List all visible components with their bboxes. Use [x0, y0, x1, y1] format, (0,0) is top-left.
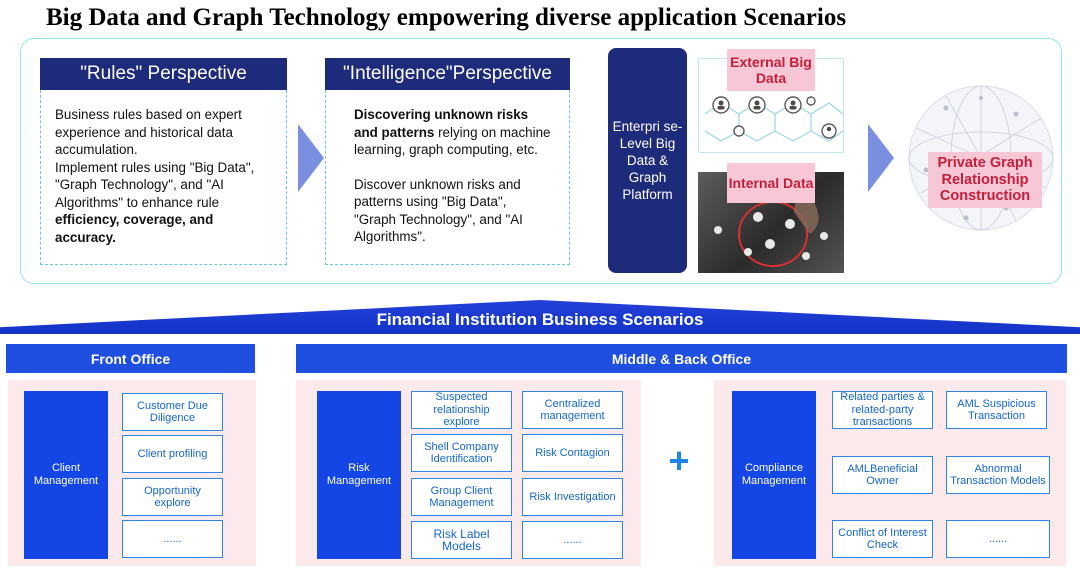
- intelligence-perspective-card: "Intelligence"Perspective Discovering un…: [325, 58, 570, 265]
- item-abnormal-transaction: Abnormal Transaction Models: [946, 456, 1050, 494]
- private-graph-tag: Private Graph Relationship Construction: [928, 152, 1042, 208]
- middle-back-office-header: Middle & Back Office: [296, 344, 1067, 373]
- item-customer-due-diligence: Customer Due Diligence: [122, 393, 223, 431]
- external-data-tag: External Big Data: [727, 49, 815, 91]
- network-graph-icon: [704, 96, 844, 142]
- item-opportunity-explore: Opportunity explore: [122, 478, 223, 516]
- item-shell-company: Shell Company Identification: [411, 434, 512, 472]
- platform-box: Enterpri se-Level Big Data & Graph Platf…: [608, 48, 687, 273]
- item-risk-investigation: Risk Investigation: [522, 478, 623, 516]
- intelligence-bold-text: Discovering unknown risks and patterns: [354, 107, 529, 140]
- item-conflict-of-interest: Conflict of Interest Check: [832, 520, 933, 558]
- item-compliance-more: ......: [946, 520, 1050, 558]
- page-title: Big Data and Graph Technology empowering…: [46, 4, 847, 31]
- rules-line-2: Implement rules using "Big Data", "Graph…: [55, 159, 255, 210]
- item-front-more: ......: [122, 520, 223, 558]
- item-group-client: Group Client Management: [411, 478, 512, 516]
- item-client-profiling: Client profiling: [122, 435, 223, 473]
- compliance-management-label: Compliance Management: [741, 462, 807, 487]
- intelligence-para-2: Discover unknown risks and patterns usin…: [354, 176, 523, 245]
- rules-perspective-title: "Rules" Perspective: [40, 58, 287, 90]
- item-aml-suspicious: AML Suspicious Transaction: [946, 391, 1047, 429]
- risk-management-label: Risk Management: [326, 462, 392, 487]
- item-centralized-management: Centralized management: [522, 391, 623, 429]
- client-management-block: Client Management: [24, 391, 108, 559]
- item-aml-beneficial-owner: AMLBeneficial Owner: [832, 456, 933, 494]
- rules-line-1: Business rules based on expert experienc…: [55, 107, 242, 157]
- rules-perspective-body: Business rules based on expert experienc…: [40, 90, 287, 265]
- intelligence-perspective-body: Discovering unknown risks and patterns r…: [325, 90, 570, 265]
- item-suspected-relationship: Suspected relationship explore: [411, 391, 512, 429]
- arrow-right-icon-2: [868, 124, 894, 192]
- intelligence-rest-text: relying on machine learning, graph compu…: [354, 124, 551, 158]
- client-management-label: Client Management: [33, 462, 99, 487]
- plus-icon: +: [668, 440, 690, 481]
- risk-management-block: Risk Management: [317, 391, 401, 559]
- banner-title: Financial Institution Business Scenarios: [376, 310, 704, 329]
- arrow-right-icon: [298, 124, 324, 192]
- platform-label: Enterpri se-Level Big Data & Graph Platf…: [612, 119, 683, 202]
- item-risk-contagion: Risk Contagion: [522, 434, 623, 472]
- item-risk-label-models: Risk Label Models: [411, 521, 512, 559]
- internal-data-tag: Internal Data: [727, 163, 815, 203]
- rules-bold-text: efficiency, coverage, and accuracy.: [55, 212, 214, 245]
- compliance-management-block: Compliance Management: [732, 391, 816, 559]
- front-office-header: Front Office: [6, 344, 255, 373]
- item-risk-more: ......: [522, 521, 623, 559]
- item-related-parties: Related parties & related-party transact…: [832, 391, 933, 429]
- rules-perspective-card: "Rules" Perspective Business rules based…: [40, 58, 287, 265]
- intelligence-perspective-title: "Intelligence"Perspective: [325, 58, 570, 90]
